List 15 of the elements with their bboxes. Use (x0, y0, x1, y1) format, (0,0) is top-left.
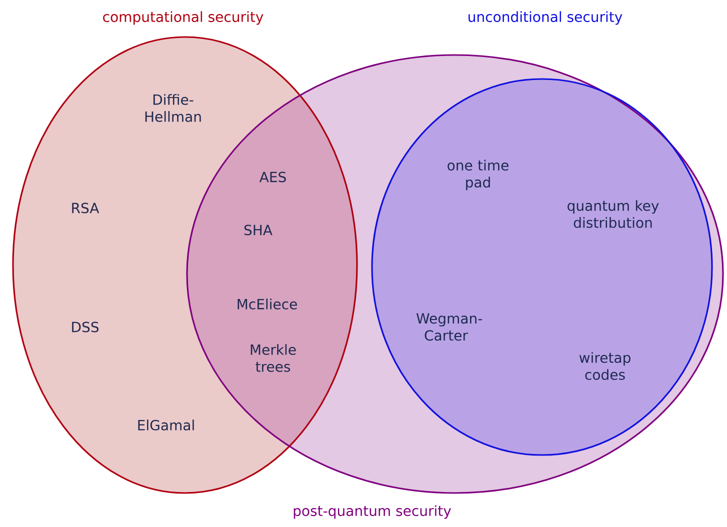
set-member-label: ElGamal (138, 420, 194, 430)
set-member-label: SHA (244, 224, 272, 236)
node-label: computational security (103, 11, 264, 25)
set-member-label: quantum key distribution (568, 200, 659, 228)
set-member-label: McEliece (238, 298, 297, 310)
set-member-label: DSS (72, 322, 98, 332)
set-member-label: RSA (72, 202, 100, 214)
set-member-label: Diffie-Hellman (145, 94, 201, 122)
set-member-label: Wegman-Carter (416, 313, 482, 341)
node-label: unconditional security (468, 11, 622, 25)
node-label: post-quantum security (294, 505, 452, 519)
set-member-label: Merkle trees (250, 344, 296, 372)
set-member-label: wiretap codes (579, 352, 630, 380)
set-member-label: AES (259, 172, 286, 182)
set-member-label: one time pad (448, 160, 508, 190)
